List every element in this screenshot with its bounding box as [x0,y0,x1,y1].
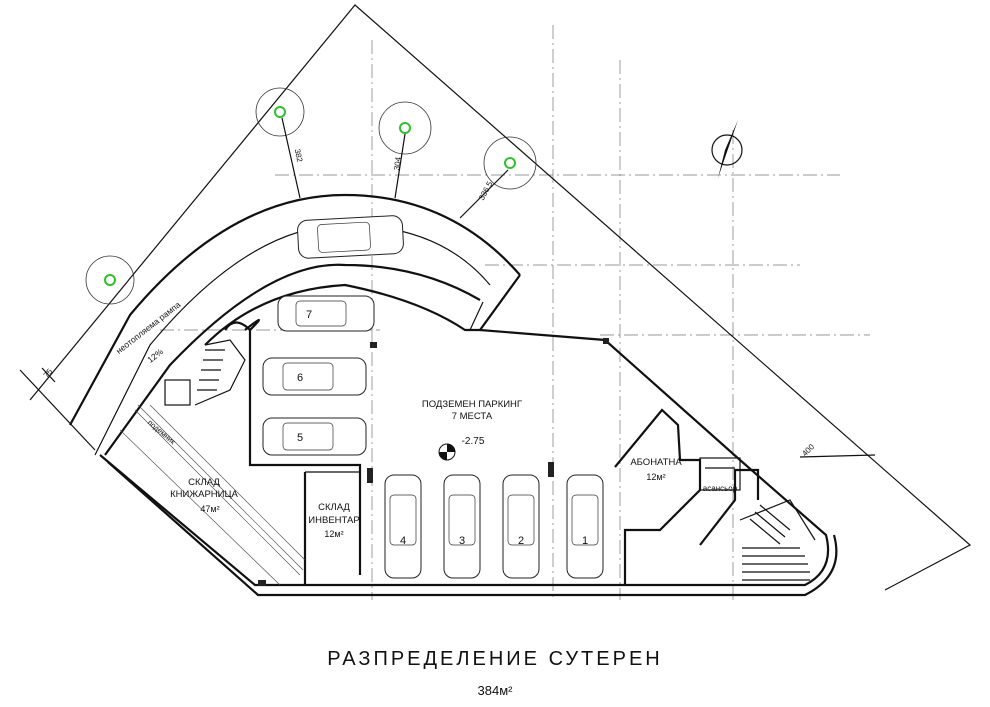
tree-dimension-lines [281,117,876,458]
tree-3 [378,101,432,155]
spot-number-6: 6 [297,372,303,384]
parking-spot-3-car [443,474,481,579]
parking-spot-4-car [384,474,422,579]
dimension-75: 75 [42,367,55,380]
parking-spot-1-car [566,474,604,579]
parking-spot-2-car [502,474,540,579]
dimension-400: 400 [800,442,816,458]
ramp [69,193,521,456]
abonatna-name: АБОНАТНА [630,457,682,468]
parking-spot-5-car [262,417,367,456]
dimension-382: 382 [293,148,305,163]
total-area: 384м² [477,683,513,698]
sklad-inventar-name-2: ИНВЕНТАР [308,515,359,526]
stairs-left [164,349,225,406]
tree-4 [483,136,537,190]
level-marker-icon [438,443,456,461]
parking-capacity: 7 МЕСТА [452,411,493,422]
plan-title: РАЗПРЕДЕЛЕНИЕ СУТЕРЕН [327,648,663,670]
lift-shaft-hatch [119,404,306,586]
building-walls [99,318,838,597]
sklad-knizharnitsa-name-1: СКЛАД [188,477,220,488]
parking-spot-6-car [262,357,367,396]
spot-number-3: 3 [459,535,465,547]
spot-number-1: 1 [582,535,588,547]
abonatna-area: 12м² [646,472,665,482]
stairs-right [742,504,810,581]
north-arrow-icon [711,120,743,178]
sklad-inventar-area: 12м² [324,529,343,539]
tree-2 [255,87,305,137]
site-boundary [19,4,972,591]
columns [258,338,609,586]
floor-plan: 1 2 3 4 5 6 7 ПОДЗЕМЕН ПАРКИНГ 7 МЕСТА -… [19,4,972,600]
lift-platform-label: подемник [146,418,178,447]
level-mark: -2.75 [462,436,485,447]
parking-label: ПОДЗЕМЕН ПАРКИНГ [422,399,522,410]
dimension-304: 304 [392,156,403,171]
sklad-knizharnitsa-name-2: КНИЖАРНИЦА [170,489,238,500]
parking-spot-7-car [277,295,375,332]
spot-number-5: 5 [297,432,303,444]
axis-grid [160,25,870,600]
ramp-car [297,215,404,259]
sklad-inventar-name-1: СКЛАД [318,502,350,513]
tree-1 [85,255,135,305]
spot-number-2: 2 [518,535,524,547]
dimension-336: 336.5 [477,179,495,201]
spot-number-7: 7 [306,309,312,321]
sklad-knizharnitsa-area: 47м² [200,504,219,514]
elevator-label: асансьор [703,484,738,493]
spot-number-4: 4 [400,535,406,547]
